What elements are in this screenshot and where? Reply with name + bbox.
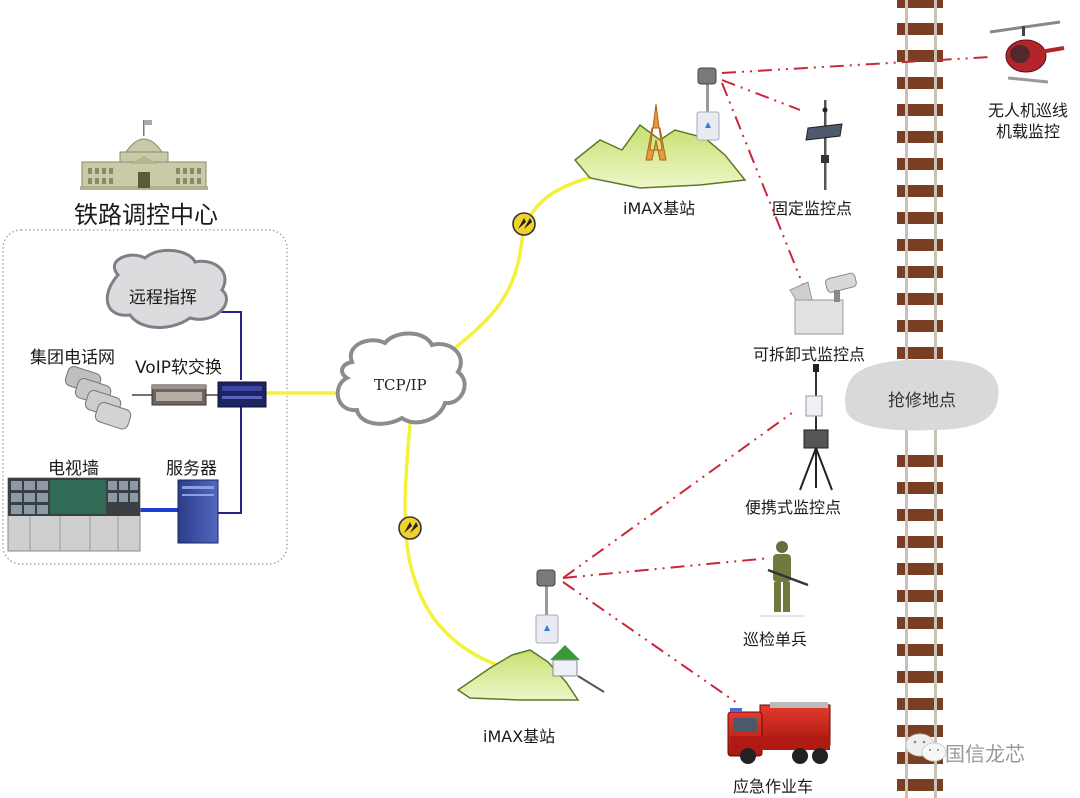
fiber-connector-icon [512,212,536,236]
fiber-links [263,168,622,674]
rail-tie [897,536,943,548]
patrol-soldier-label: 巡检单兵 [743,630,808,649]
rail-tie [897,104,943,116]
portable-monitor-label: 便携式监控点 [745,498,842,517]
rail-tie [897,320,943,332]
emergency-vehicle-label: 应急作业车 [733,777,814,796]
voip-softswitch-device-icon [151,384,207,406]
landmark-tower-icon [645,103,667,161]
remote-command-cloud [105,248,228,329]
rail-tie [897,563,943,575]
lan-link-remote-command [214,311,242,380]
fixed-monitor-pole-icon [805,100,843,190]
fixed-monitor-label: 固定监控点 [772,199,853,218]
rail-tie [897,185,943,197]
rail-tie [897,617,943,629]
wireless-bottom-bs-soldier [562,557,771,579]
bottom-base-station-label: iMAX基站 [483,727,556,746]
rail-tie [897,0,943,8]
detachable-monitor-icon [789,272,857,335]
rail-tie [897,590,943,602]
rail-tie [897,23,943,35]
rail-tie [897,266,943,278]
wireless-top-bs-drone [721,56,991,74]
bottom-base-station-tower-icon [535,569,559,644]
rail-tie [897,779,943,791]
tv-wall-icon [7,477,141,552]
top-base-station-label: iMAX基站 [623,199,696,218]
rail-tie [897,509,943,521]
drone-helicopter-icon [989,20,1065,84]
group-phone-network-label: 集团电话网 [30,348,115,368]
rail-tie [897,293,943,305]
fiber-tcpip-bottom-base-station [403,423,522,674]
lan-link-server [215,402,242,514]
repair-site-label: 抢修地点 [888,391,956,411]
tcpip-label: TCP/IP [374,376,427,394]
control-center-building-icon [80,120,208,190]
wireless-top-bs-detachable [721,82,806,291]
lan-links [214,311,242,514]
rail-tie [897,644,943,656]
wireless-top-bs-fixed [721,79,801,111]
house-icon [550,645,605,693]
server-icon [177,479,219,544]
server-label: 服务器 [166,459,217,479]
rail-tie [897,671,943,683]
fiber-tcpip-top-base-station [438,168,622,362]
rail-tie [897,239,943,251]
rail-tie [897,482,943,494]
control-center-boundary [2,229,288,565]
rail-tie [897,158,943,170]
detachable-monitor-label: 可拆卸式监控点 [753,345,866,364]
rail-tie [897,50,943,62]
emergency-vehicle-icon [727,702,831,764]
remote-command-label: 远程指挥 [129,288,197,308]
rail-tie [897,455,943,467]
drone-label-line2: 机载监控 [996,122,1061,141]
rail-tie [897,77,943,89]
network-switch-icon [217,381,267,408]
portable-monitor-tripod-icon [799,364,833,491]
wireless-bottom-bs-portable [562,409,797,579]
fiber-connector-icon [398,516,422,540]
rail-tie [897,347,943,359]
patrol-soldier-icon [760,541,809,617]
top-base-station-tower-icon [696,67,720,141]
voip-softswitch-label: VoIP软交换 [135,358,222,378]
rail-tie [897,698,943,710]
watermark-label: 国信龙芯 [945,742,1025,766]
wireless-bottom-bs-vehicle [562,581,741,706]
rail-tie [897,725,943,737]
control-center-title: 铁路调控中心 [74,201,218,229]
wechat-icon [905,733,947,762]
phone-set-icon [64,366,132,430]
rail-tie [897,131,943,143]
wireless-links [562,56,991,706]
tcpip-cloud [335,331,467,426]
tv-wall-label: 电视墙 [48,459,99,479]
rail-tie [897,212,943,224]
drone-label-line1: 无人机巡线 [988,101,1069,120]
repair-site-blob [844,359,999,431]
